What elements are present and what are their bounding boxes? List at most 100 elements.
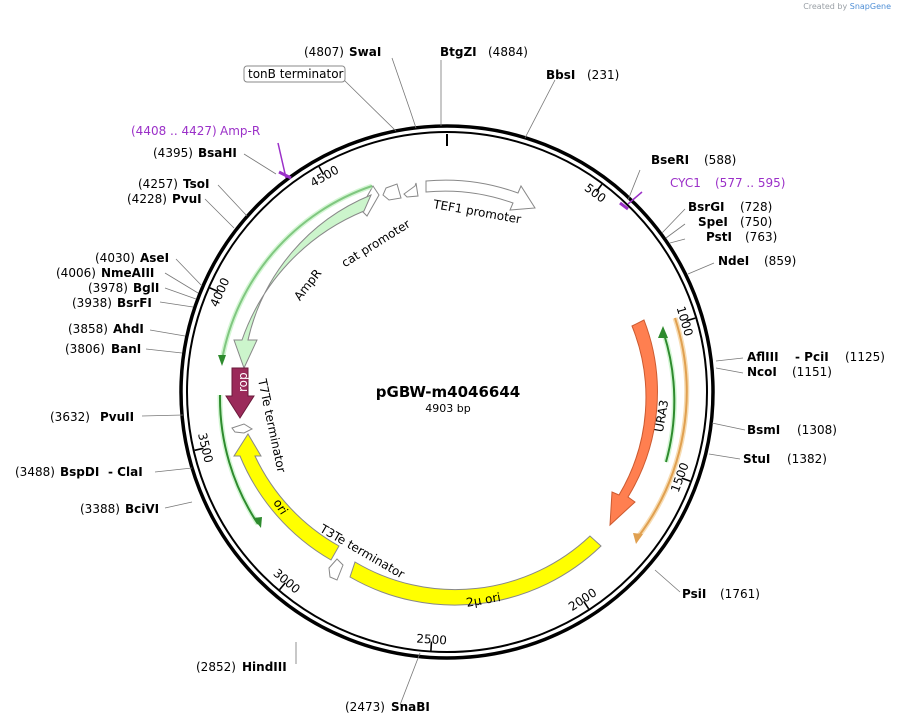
- backbone-outer: [179, 124, 715, 660]
- tick-label: 2000: [566, 585, 599, 613]
- site-name-stui: StuI: [743, 452, 770, 466]
- snapgene-credit: Created by SnapGene: [803, 2, 891, 11]
- tick-mark: [278, 582, 287, 591]
- site-name-ndei: NdeI: [718, 254, 749, 268]
- site-pos-afliii: (1125): [845, 350, 885, 364]
- orf-orange-arc: [637, 317, 688, 538]
- site-pos-ncoi: (1151): [792, 365, 832, 379]
- site-connectors: [141, 57, 746, 706]
- site-name-tsoi: TsoI: [183, 177, 209, 191]
- feature-ampr: [233, 194, 372, 370]
- site-pos-btgzi: (4884): [488, 45, 528, 59]
- orf-ampr-arrowhead: [218, 355, 226, 366]
- tick-label: 2500: [416, 632, 447, 648]
- tick-mark: [194, 447, 204, 452]
- tick-label: 3000: [271, 566, 303, 596]
- plasmid-name: pGBW-m4046644: [376, 383, 520, 401]
- site-name-ahdi: AhdI: [113, 322, 144, 336]
- primer-amp-r-name: Amp-R: [220, 124, 260, 138]
- site-name-afliii: AflIII: [747, 350, 779, 364]
- site-pos-ahdi: (3858): [68, 322, 108, 336]
- site-name-bgli: BglI: [133, 281, 159, 295]
- tick-mark: [209, 287, 219, 293]
- site-dash-pcii: -: [795, 350, 804, 364]
- tick-mark: [681, 477, 691, 482]
- site-pos-bsrfi: (3938): [72, 296, 112, 310]
- feature-ura3: [609, 319, 658, 527]
- orf-left-arc-line: [218, 394, 259, 525]
- orf-left-arrowhead: [253, 517, 262, 528]
- site-pos-bani: (3806): [65, 342, 105, 356]
- tick-mark: [583, 600, 590, 610]
- feature-tonb-terminator: [403, 182, 419, 198]
- label-cat-promoter: cat promoter: [339, 217, 413, 270]
- site-pos-pvui: (4228): [127, 192, 167, 206]
- site-pos-nmeaiii: (4006): [56, 266, 96, 280]
- tick-mark: [686, 317, 696, 322]
- site-name-btgzi: BtgZI: [440, 45, 477, 59]
- feature-t7te-terminator: [231, 423, 254, 434]
- site-name-bsmi: BsmI: [747, 423, 780, 437]
- orf-orange-arrowhead: [633, 533, 643, 544]
- label-rop: rop: [236, 372, 250, 392]
- label-tonb-terminator: tonB terminator: [248, 67, 344, 81]
- site-pos-spei: (750): [740, 215, 772, 229]
- label-2mu-ori: 2μ ori: [465, 590, 502, 610]
- site-name-bbsi: BbsI: [546, 68, 575, 82]
- feature-ori: [233, 433, 340, 561]
- site-name-ncoi: NcoI: [747, 365, 777, 379]
- site-pos-bsrgi: (728): [740, 200, 772, 214]
- site-name-swai: SwaI: [349, 45, 381, 59]
- site-name-asei: AseI: [140, 251, 169, 265]
- tick-label: 4500: [308, 163, 341, 190]
- site-pos-asei: (4030): [95, 251, 135, 265]
- feature-tef1-promoter: [425, 179, 536, 211]
- primer-cyc1-name: CYC1: [670, 176, 701, 190]
- backbone-inner: [186, 131, 708, 653]
- site-pos-psti: (763): [745, 230, 777, 244]
- site-pos-swai: (4807): [304, 45, 344, 59]
- tick-label: 3500: [195, 431, 216, 464]
- primer-mark-amp-r: [277, 142, 287, 179]
- site-name-bani: BanI: [111, 342, 141, 356]
- site-name-pvui: PvuI: [172, 192, 202, 206]
- plasmid-length: 4903 bp: [425, 402, 470, 415]
- primer-amp-r-range: (4408 .. 4427): [131, 124, 217, 138]
- feature-2mu-ori: [349, 535, 602, 606]
- orf-ura3-arrowhead: [658, 326, 668, 338]
- site-name-bsrgi: BsrGI: [688, 200, 725, 214]
- label-ampr: AmpR: [291, 266, 324, 303]
- tick-mark: [430, 641, 433, 651]
- site-name-psti: PstI: [706, 230, 732, 244]
- restriction-sites: (4807) SwaI BtgZI (4884) BbsI (231) BseR…: [15, 45, 885, 714]
- site-name2-clai: ClaI: [117, 465, 142, 479]
- site-name-hindiii: HindIII: [242, 660, 287, 674]
- feature-rop: [225, 367, 255, 419]
- site-pos-bgli: (3978): [88, 281, 128, 295]
- site-dash-clai: -: [108, 465, 117, 479]
- site-name-bseri: BseRI: [651, 153, 689, 167]
- site-pos-hindiii: (2852): [196, 660, 236, 674]
- site-pos-snabi: (2473): [345, 700, 385, 714]
- site-pos-bspdi: (3488): [15, 465, 55, 479]
- orf-ampr-glow: [219, 183, 373, 361]
- site-name-snabi: SnaBI: [391, 700, 430, 714]
- tick-mark: [318, 166, 325, 175]
- orf-ura3-arc: [663, 333, 676, 463]
- site-pos-tsoi: (4257): [138, 177, 178, 191]
- site-name-pcii: - PciI: [795, 350, 829, 364]
- site-pos-bsmi: (1308): [797, 423, 837, 437]
- feature-tonb-terminator-2: [382, 183, 402, 201]
- tonb-label-box: [243, 65, 346, 83]
- site-name-pvuii: PvuII: [100, 410, 134, 424]
- label-ura3: URA3: [652, 399, 671, 433]
- site-name-bspdi: BspDI: [60, 465, 99, 479]
- site-pos-stui: (1382): [787, 452, 827, 466]
- site-pos-psii: (1761): [720, 587, 760, 601]
- site-pos-bbsi: (231): [587, 68, 619, 82]
- site-name-psii: PsiI: [682, 587, 706, 601]
- site-pos-ndei: (859): [764, 254, 796, 268]
- site-name-nmeaiii: NmeAIII: [101, 266, 154, 280]
- tick-mark: [595, 183, 603, 193]
